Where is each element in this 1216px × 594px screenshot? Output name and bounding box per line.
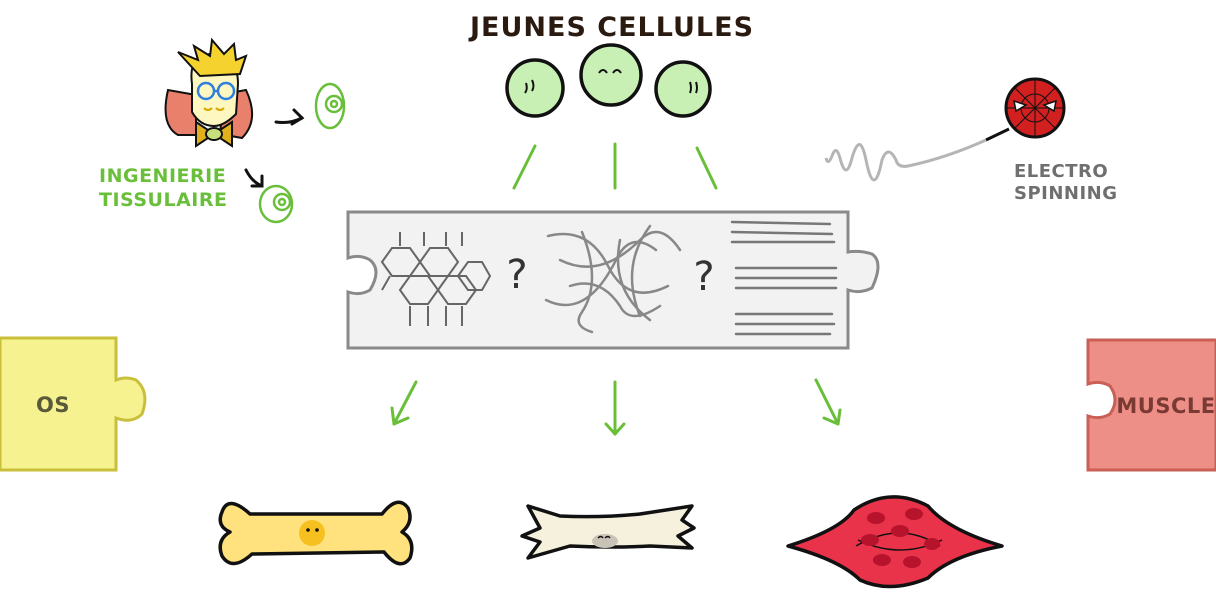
bone-icon: [218, 500, 414, 566]
cell-icon: [654, 60, 712, 118]
title-jeunes-cellules: JEUNES CELLULES: [468, 12, 754, 43]
scaffold-puzzle-piece: ? ?: [346, 210, 880, 350]
cell-icon: [505, 58, 565, 118]
arrow-icon: [604, 380, 626, 436]
puzzle-piece-icon: MUSCLE: [1086, 338, 1216, 472]
aligned-fiber-pattern: [730, 220, 838, 336]
random-fiber-pattern: [544, 224, 682, 334]
fibroblast-icon: [520, 504, 696, 560]
tissue-engineering-label-line1: INGENIERIE: [99, 165, 226, 187]
cell-connector-lines: [512, 142, 718, 190]
question-mark-left: ?: [506, 252, 527, 298]
os-label: OS: [36, 393, 70, 417]
spider-ball-icon: [985, 77, 1066, 142]
electrospinning-fiber: [824, 138, 987, 182]
muscle-icon: [786, 495, 1004, 589]
electrospinning-label-line1: ELECTRO: [1014, 161, 1108, 182]
young-cells: [505, 43, 712, 118]
arrow-icon: [244, 108, 305, 188]
honeycomb-pattern: [380, 232, 492, 326]
question-mark-right: ?: [693, 254, 714, 300]
puzzle-piece-icon: OS: [0, 336, 147, 472]
cell-icon: [258, 184, 294, 224]
scientist-icon: [164, 37, 253, 148]
tissue-engineering-label-line2: TISSULAIRE: [99, 189, 227, 211]
cell-icon: [579, 43, 643, 107]
arrow-icon: [390, 380, 418, 426]
arrow-icon: [814, 378, 842, 426]
muscle-label: MUSCLE: [1116, 394, 1215, 418]
cell-icon: [314, 82, 346, 130]
electrospinning-label-line2: SPINNING: [1014, 183, 1118, 204]
